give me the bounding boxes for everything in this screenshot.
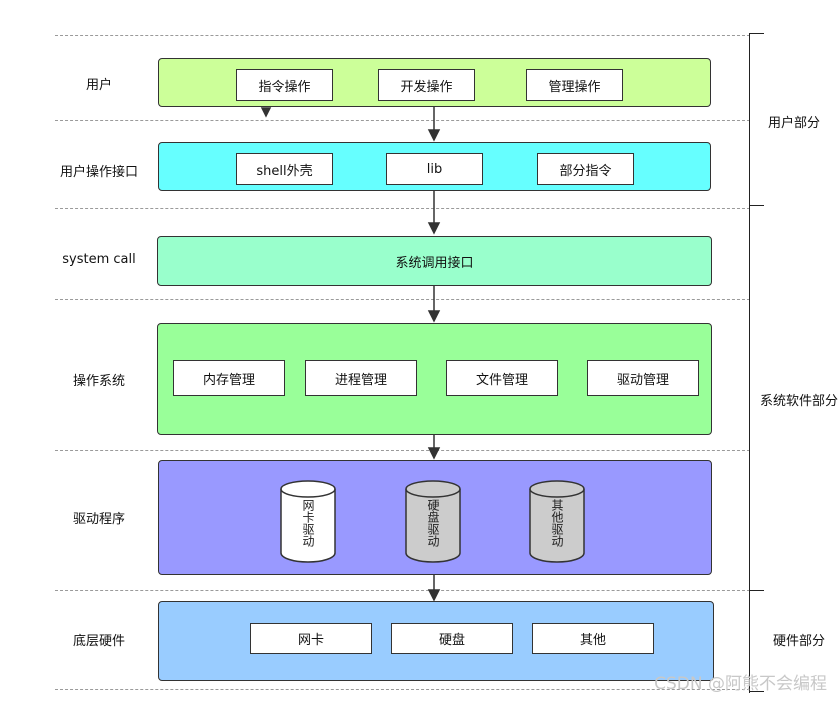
- driver-other-label: 其他驱动: [550, 499, 564, 547]
- section-hardware-part: 硬件部分: [773, 634, 826, 649]
- hardware-other: 其他: [532, 623, 654, 654]
- bracket-line: [749, 33, 750, 693]
- interface-partial-commands: 部分指令: [537, 153, 634, 185]
- syscall-interface-label: 系统调用接口: [395, 255, 474, 271]
- os-process-management: 进程管理: [305, 360, 417, 396]
- row-label-hardware: 底层硬件: [72, 634, 125, 649]
- os-memory-management: 内存管理: [173, 360, 285, 396]
- separator: [55, 35, 750, 36]
- driver-nic-label: 网卡驱动: [301, 499, 315, 547]
- hardware-disk: 硬盘: [391, 623, 513, 654]
- separator: [55, 689, 750, 690]
- user-op-command: 指令操作: [236, 69, 333, 101]
- row-label-syscall: system call: [62, 252, 136, 267]
- separator: [55, 120, 750, 121]
- hardware-nic: 网卡: [250, 623, 372, 654]
- user-op-management: 管理操作: [526, 69, 623, 101]
- interface-shell: shell外壳: [236, 153, 333, 185]
- row-label-user: 用户: [85, 78, 112, 93]
- driver-disk-label: 硬盘驱动: [426, 499, 440, 547]
- syscall-layer: [157, 236, 712, 286]
- section-user-part: 用户部分: [768, 116, 821, 131]
- bracket-tick: [749, 590, 764, 591]
- separator: [55, 299, 750, 300]
- row-label-driver: 驱动程序: [72, 512, 125, 527]
- row-label-interface: 用户操作接口: [59, 165, 138, 180]
- os-driver-management: 驱动管理: [587, 360, 699, 396]
- watermark: CSDN @阿熊不会编程: [654, 674, 827, 694]
- user-op-development: 开发操作: [378, 69, 475, 101]
- separator: [55, 450, 750, 451]
- os-file-management: 文件管理: [446, 360, 558, 396]
- interface-lib: lib: [386, 153, 483, 185]
- bracket-tick: [749, 691, 764, 692]
- bracket-tick: [749, 205, 764, 206]
- driver-cylinder-disk: [405, 480, 461, 563]
- separator: [55, 208, 750, 209]
- driver-cylinder-other: [529, 480, 585, 563]
- row-label-os: 操作系统: [72, 374, 125, 389]
- section-system-part: 系统软件部分: [760, 394, 839, 409]
- driver-cylinder-nic: [280, 480, 336, 563]
- separator: [55, 590, 750, 591]
- bracket-tick: [749, 33, 764, 34]
